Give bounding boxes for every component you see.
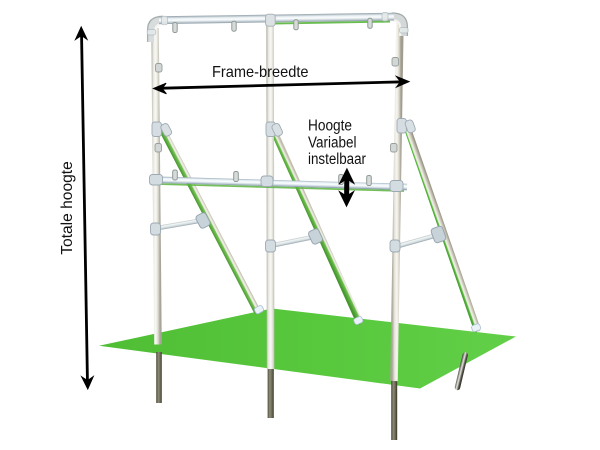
svg-text:Hoogte: Hoogte: [308, 118, 352, 135]
svg-text:Variabel: Variabel: [308, 134, 357, 151]
svg-text:instelbaar: instelbaar: [308, 151, 366, 168]
svg-text:Frame-breedte: Frame-breedte: [212, 64, 309, 81]
svg-text:Totale hoogte: Totale hoogte: [59, 161, 76, 255]
